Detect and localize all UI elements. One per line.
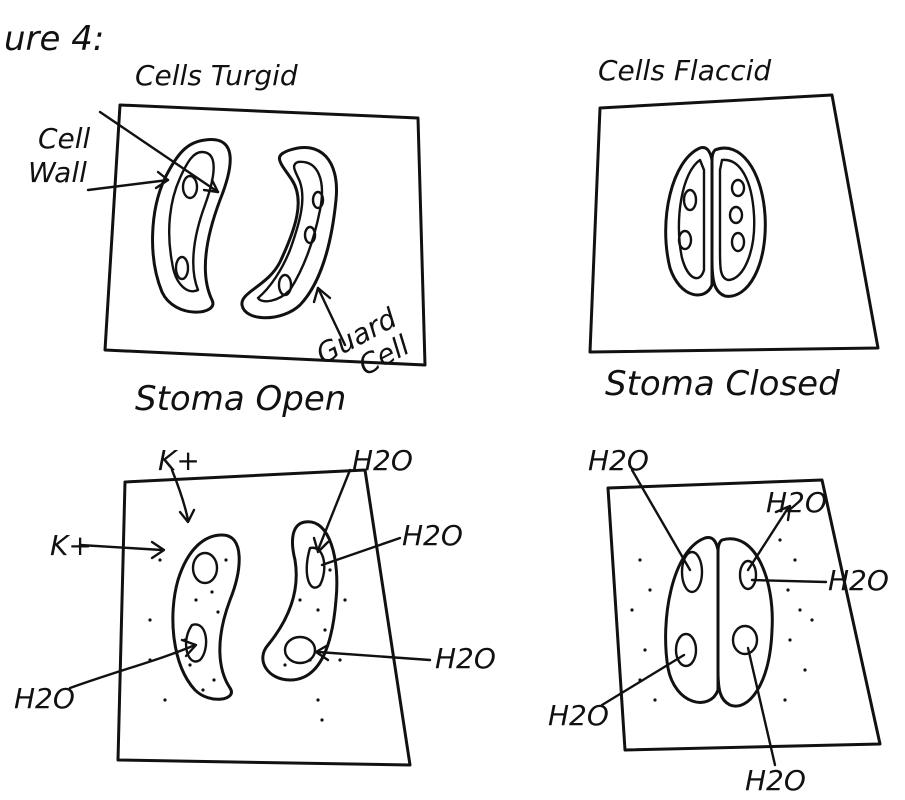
closed-h2o-bottom-left-label: H2O [548,699,609,732]
figure-title: ure 4: [4,19,104,59]
turgid-panel: Cell Wall Guard Cell [28,105,425,397]
flaccid-guard-cells [666,148,766,297]
open-right-guard-cell [263,522,347,722]
turgid-left-guard-cell [153,140,231,313]
open-h2o-right-bottom-arrow [318,652,430,660]
turgid-title: Cells Turgid [135,59,298,92]
open-h2o-top-arrow [318,470,350,550]
open-k-left-arrow [80,545,162,550]
open-h2o-left-bottom-arrow [70,645,195,688]
closed-h2o-top-right-label: H2O [766,486,827,519]
open-h2o-right-top-label: H2O [402,519,463,552]
open-h2o-left-bottom-label: H2O [14,682,75,715]
closed-frame [608,480,880,750]
closed-h2o-right-arrow [752,580,826,582]
closed-h2o-bottom-label: H2O [745,764,806,797]
open-h2o-right-bottom-label: H2O [435,642,496,675]
open-panel: K+ K+ H2O H2O H2O H2O [14,444,496,765]
flaccid-title: Cells Flaccid [598,54,771,87]
cell-wall-label-line1: Cell [38,122,91,155]
open-h2o-top-label: H2O [352,444,413,477]
closed-h2o-top-left-label: H2O [588,444,649,477]
open-frame [118,470,410,765]
open-left-guard-cell [148,535,239,702]
closed-panel: H2O H2O H2O H2O H2O [548,444,889,797]
flaccid-panel [590,95,878,352]
closed-guard-cells [630,538,813,707]
cell-wall-label-line2: Wall [28,156,87,189]
open-title: Stoma Open [135,379,346,419]
closed-h2o-right-label: H2O [828,564,889,597]
open-k-top-label: K+ [158,444,200,477]
closed-title: Stoma Closed [605,364,840,404]
